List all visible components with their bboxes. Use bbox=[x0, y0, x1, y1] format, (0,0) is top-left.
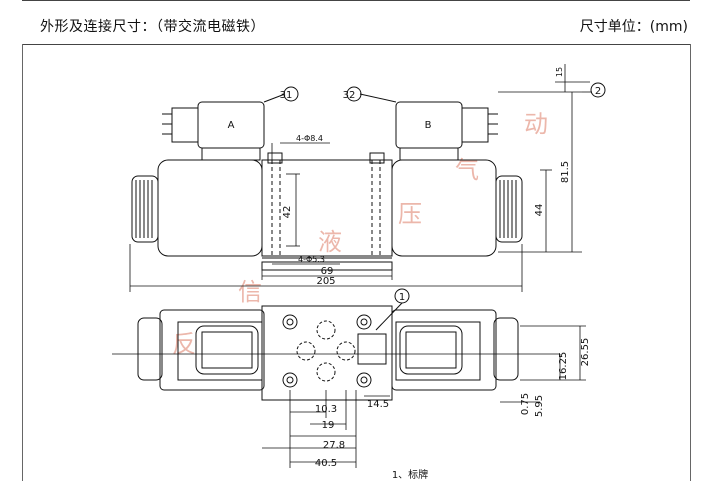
front-view bbox=[131, 93, 523, 271]
top-border bbox=[22, 0, 690, 1]
dim-16-25: 16.25 bbox=[558, 352, 569, 381]
top-view bbox=[137, 302, 519, 401]
balloon-32: 32 bbox=[343, 90, 356, 101]
dim-27-8: 27.8 bbox=[323, 440, 345, 451]
dim-15: 15 bbox=[555, 67, 564, 77]
watermark-char: 反 bbox=[172, 330, 196, 358]
top-dimensions bbox=[112, 325, 586, 468]
balloon-31: 31 bbox=[280, 90, 293, 101]
dim-44: 44 bbox=[534, 204, 545, 217]
front-dimensions bbox=[129, 64, 592, 292]
balloon-1: 1 bbox=[399, 292, 405, 303]
dim-69: 69 bbox=[321, 266, 334, 277]
watermark-char: 气 bbox=[455, 156, 479, 184]
unit-label: 尺寸单位：(mm) bbox=[579, 19, 688, 35]
solenoid-b-label: B bbox=[425, 120, 432, 131]
page-title: 外形及连接尺寸：（带交流电磁铁） bbox=[40, 19, 265, 35]
dim-hole-bottom: 4-Φ5.3 bbox=[298, 255, 325, 264]
watermark-char: 动 bbox=[524, 110, 548, 138]
dim-40-5: 40.5 bbox=[315, 458, 337, 469]
caption: 1、标牌 bbox=[392, 468, 428, 481]
watermark-char: 压 bbox=[398, 200, 422, 228]
page-header: 外形及连接尺寸：（带交流电磁铁） 尺寸单位：(mm) bbox=[0, 0, 724, 44]
dim-14-5: 14.5 bbox=[367, 399, 389, 410]
dim-0-75: 0.75 bbox=[520, 393, 531, 415]
balloon-2: 2 bbox=[595, 86, 601, 97]
dim-26-55: 26.55 bbox=[580, 338, 591, 367]
dim-5-95: 5.95 bbox=[534, 395, 545, 417]
dim-19: 19 bbox=[322, 420, 335, 431]
left-border bbox=[22, 44, 23, 481]
watermark-char: 信 bbox=[238, 278, 262, 306]
right-border bbox=[690, 44, 691, 481]
watermark: 反 信 液 压 气 动 bbox=[172, 110, 548, 358]
dim-81-5: 81.5 bbox=[560, 161, 571, 183]
dim-42: 42 bbox=[282, 206, 293, 219]
dim-10-3: 10.3 bbox=[315, 404, 337, 415]
dim-hole-top: 4-Φ8.4 bbox=[296, 134, 323, 143]
solenoid-a-label: A bbox=[228, 120, 235, 131]
dim-205: 205 bbox=[316, 276, 335, 287]
watermark-char: 液 bbox=[318, 228, 342, 256]
header-divider bbox=[22, 44, 690, 45]
